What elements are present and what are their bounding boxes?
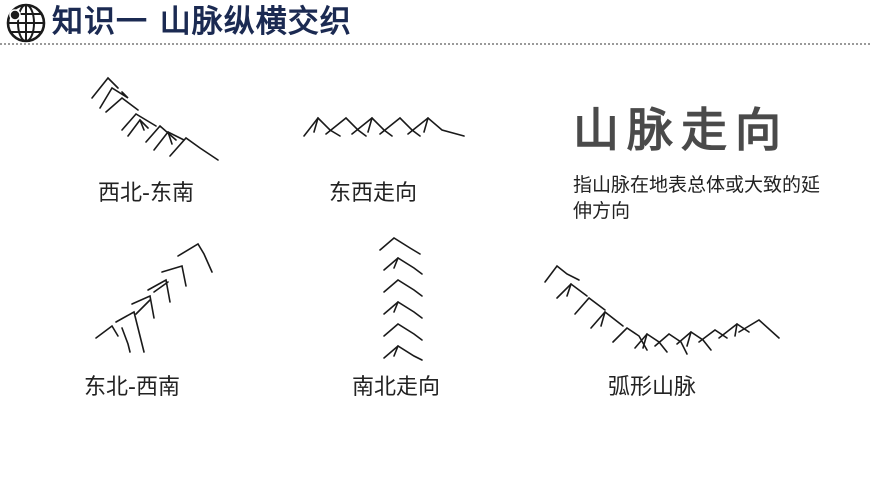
caption-nw-se: 西北-东南 bbox=[98, 181, 194, 206]
caption-north-south: 南北走向 bbox=[352, 375, 441, 400]
caption-east-west: 东西走向 bbox=[329, 181, 418, 206]
caption-arc: 弧形山脉 bbox=[608, 375, 697, 400]
mountain-range-arc-sketch bbox=[544, 264, 780, 355]
header: 知识一 山脉纵横交织 bbox=[0, 0, 870, 44]
definition-text: 指山脉在地表总体或大致的延伸方向 bbox=[573, 174, 821, 222]
mountain-range-east-west-sketch bbox=[303, 116, 465, 137]
globe-icon bbox=[6, 3, 46, 43]
mountain-range-ne-sw-sketch bbox=[95, 242, 213, 353]
page-title: 知识一 山脉纵横交织 bbox=[52, 4, 352, 40]
caption-ne-sw: 东北-西南 bbox=[84, 375, 180, 400]
mountain-range-nw-se-sketch bbox=[91, 76, 219, 161]
mountain-range-north-south-sketch bbox=[379, 237, 423, 361]
header-divider bbox=[0, 43, 870, 45]
definition-heading: 山脉走向 bbox=[573, 103, 789, 157]
